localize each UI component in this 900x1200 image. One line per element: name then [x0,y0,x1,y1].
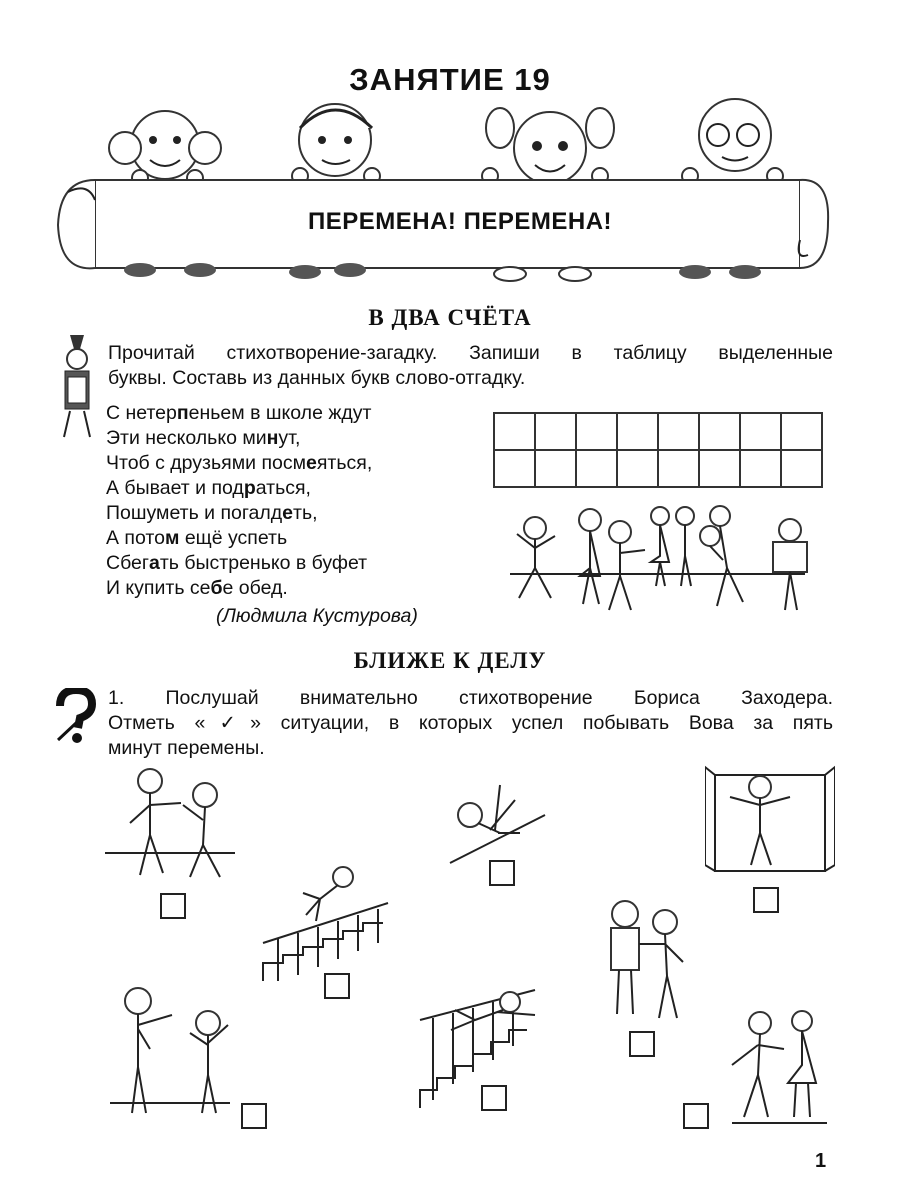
poem-line: Пошуметь и погалдеть, [106,502,318,524]
poem: С нетерпеньем в школе ждут Эти несколько… [106,401,372,601]
situation-checkbox-2[interactable] [489,860,515,886]
grid-cell[interactable] [616,412,659,451]
situation-checkbox-6[interactable] [481,1085,507,1111]
kids-group-icon [510,505,808,611]
instruction-text: Прочитай стихотворение-загадку. Запиши в… [108,341,833,391]
girl-head-icon [108,110,222,187]
instruction-line-1: Прочитай стихотворение-загадку. Запиши в… [108,342,833,364]
lesson-title: ЗАНЯТИЕ 19 [349,62,551,97]
poem-line: И купить себе обед. [106,577,288,599]
situation-checkbox-4[interactable] [324,973,350,999]
task-text: 1. Послушай внимательно стихотворение Бо… [108,686,833,761]
banner-title: ПЕРЕМЕНА! ПЕРЕМЕНА! [307,208,613,235]
section-title: В ДВА СЧЁТА [368,305,532,330]
grid-cell[interactable] [575,449,618,488]
grid-cell[interactable] [534,412,577,451]
grid-cell[interactable] [739,449,782,488]
boy-glasses-head-icon [681,98,784,185]
answer-grid [493,412,823,488]
situation-checkbox-7[interactable] [629,1031,655,1057]
grid-cell[interactable] [534,449,577,488]
grid-cell[interactable] [616,449,659,488]
grid-cell[interactable] [575,412,618,451]
boy-falling-on-stairs-icon [419,989,536,1108]
instruction-line-2: буквы. Составь из данных букв слово-отга… [108,367,526,389]
boys-standing-icon [610,900,684,1019]
task-line-3: минут перемены. [108,737,265,759]
boy-on-stairs-railing-icon [262,866,389,981]
reader-mascot-icon [63,335,91,438]
grid-cell[interactable] [780,449,823,488]
grid-cell[interactable] [739,412,782,451]
situation-checkbox-1[interactable] [160,893,186,919]
section-title-2: БЛИЖЕ К ДЕЛУ [353,648,547,673]
poem-line: А бывает и подраться, [106,477,311,499]
banner-illustration [56,98,830,282]
sliding-boy-icon [449,784,546,864]
grid-cell[interactable] [780,412,823,451]
poem-line: Эти несколько минут, [106,427,301,449]
boy-at-window-icon [705,765,835,872]
task-line-1: 1. Послушай внимательно стихотворение Бо… [108,687,833,709]
boys-arguing-icon [110,987,230,1114]
situation-checkbox-3[interactable] [753,887,779,913]
poem-line: Сбегать быстренько в буфет [106,552,368,574]
grid-cell[interactable] [698,449,741,488]
girl-pigtails-head-icon [481,107,615,185]
poem-line: С нетерпеньем в школе ждут [106,402,372,424]
boy-and-girl-icon [731,1010,827,1124]
situation-checkbox-5[interactable] [241,1103,267,1129]
question-pen-icon [56,688,97,743]
poem-line: Чтоб с друзьями посмеяться, [106,452,373,474]
poem-line: А потом ещё успеть [106,527,288,549]
fighting-boys-icon [105,768,235,878]
situation-checkbox-8[interactable] [683,1103,709,1129]
grid-cell[interactable] [657,412,700,451]
task-line-2: Отметь «✓» ситуации, в которых успел поб… [108,712,833,734]
grid-cell[interactable] [493,412,536,451]
grid-cell[interactable] [698,412,741,451]
grid-cell[interactable] [657,449,700,488]
page-number: 1 [815,1150,827,1172]
grid-cell[interactable] [493,449,536,488]
boy-head-icon [291,103,381,185]
poem-author: (Людмила Кустурова) [216,605,418,627]
